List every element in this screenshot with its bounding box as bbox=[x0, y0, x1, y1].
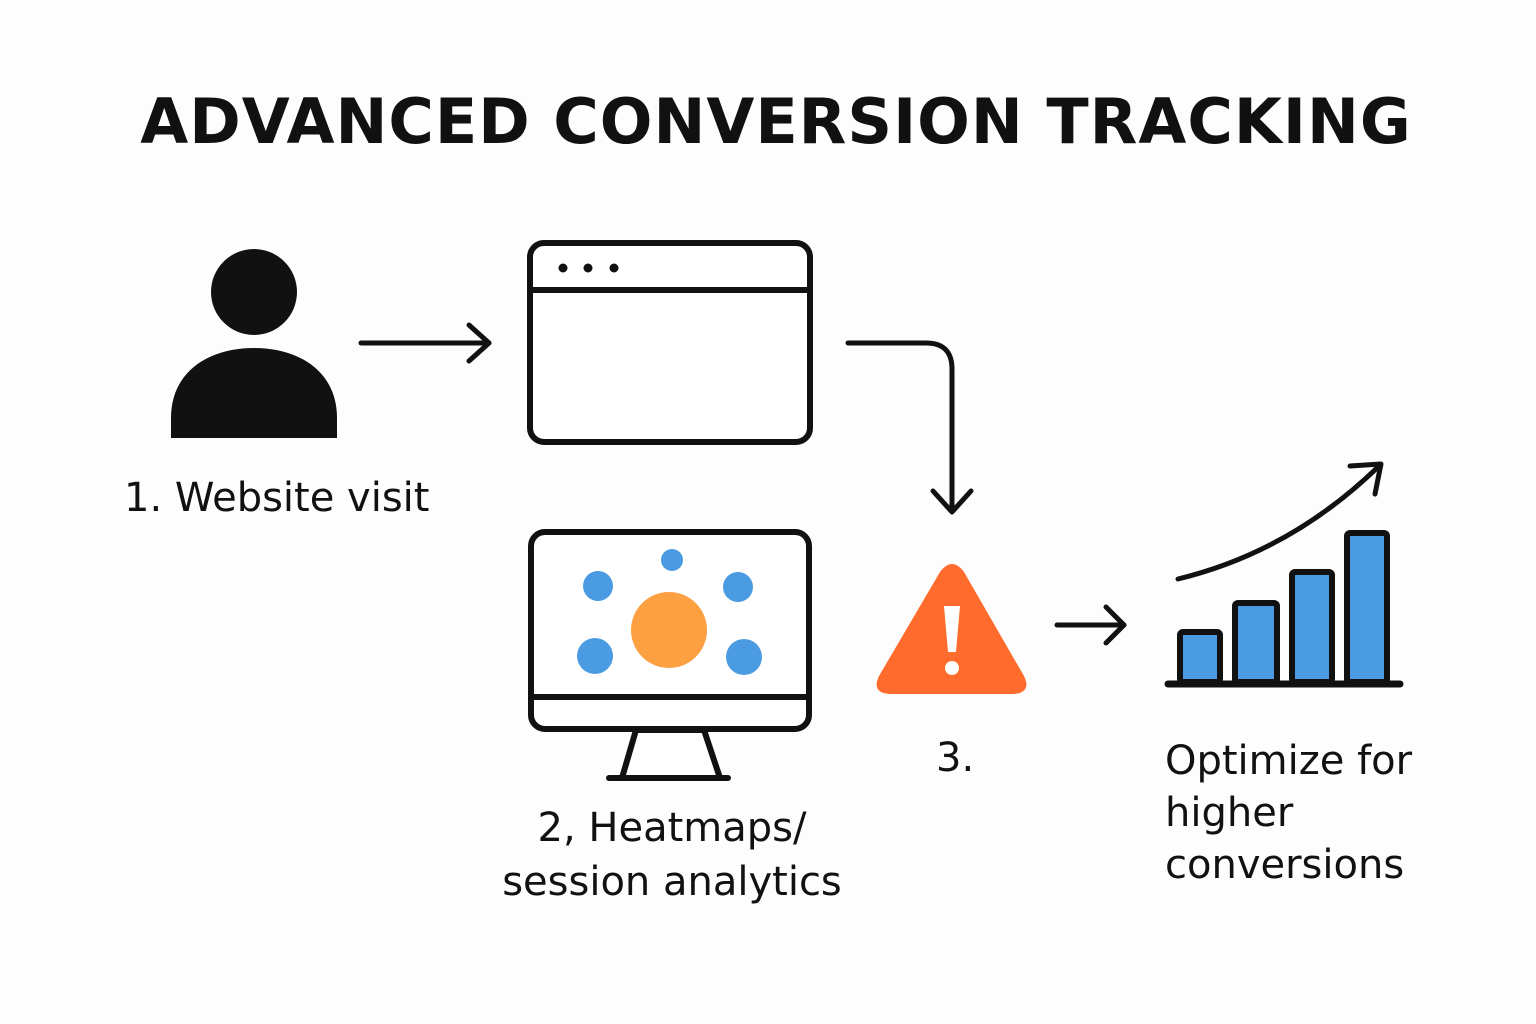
step-4-label-line: Optimize for bbox=[1165, 738, 1413, 784]
step-4-label-line: higher bbox=[1165, 790, 1294, 836]
growth-bar-chart-icon bbox=[1164, 461, 1404, 688]
step-3-label: 3. bbox=[936, 735, 975, 781]
step-2-label-line: 2, Heatmaps/ bbox=[537, 805, 807, 851]
arrow-right-icon bbox=[1054, 604, 1127, 646]
arrow-elbow-down-icon bbox=[845, 340, 974, 515]
step-1-label: 1. Website visit bbox=[124, 475, 430, 521]
warning-icon bbox=[876, 564, 1027, 694]
step-2-label: 2, Heatmaps/ session analytics bbox=[486, 801, 858, 909]
step-2-label-line: session analytics bbox=[502, 859, 842, 905]
monitor-heatmap-icon bbox=[528, 529, 812, 781]
step-4-label: Optimize for higher conversions bbox=[1165, 735, 1412, 891]
diagram-title: ADVANCED CONVERSION TRACKING bbox=[140, 85, 1412, 158]
heatmap-spots bbox=[577, 549, 762, 675]
step-4-label-line: conversions bbox=[1165, 842, 1405, 888]
user-icon bbox=[171, 249, 337, 438]
arrow-right-icon bbox=[358, 322, 492, 364]
browser-window-icon bbox=[527, 240, 813, 445]
